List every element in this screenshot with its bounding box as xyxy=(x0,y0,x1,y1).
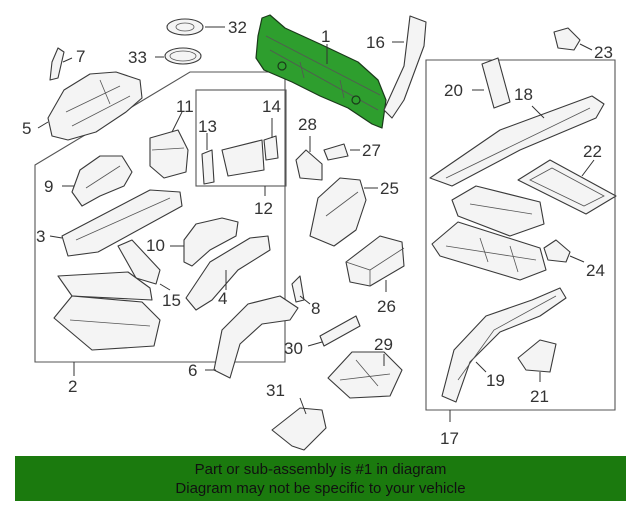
callout-4: 4 xyxy=(218,289,227,308)
part-1-rear-panel[interactable] xyxy=(255,14,387,129)
callout-10: 10 xyxy=(146,236,165,255)
callout-23: 23 xyxy=(594,43,613,62)
parts-diagram: 1 32 33 7 5 11 13 14 12 xyxy=(22,14,617,451)
callout-25: 25 xyxy=(380,179,399,198)
callout-2: 2 xyxy=(68,377,77,396)
part-32-plug[interactable] xyxy=(166,18,204,36)
part-26-block[interactable] xyxy=(345,235,405,287)
callout-13: 13 xyxy=(198,117,217,136)
callout-8: 8 xyxy=(311,299,320,318)
callout-22: 22 xyxy=(583,142,602,161)
part-10-panel[interactable] xyxy=(183,217,239,267)
part-31-bracket[interactable] xyxy=(271,407,327,451)
part-6-wheel-arch[interactable] xyxy=(213,295,299,379)
callout-16: 16 xyxy=(366,33,385,52)
banner-line-1: Part or sub-assembly is #1 in diagram xyxy=(194,461,447,478)
callout-1: 1 xyxy=(321,27,330,46)
part-25-inner-panel[interactable] xyxy=(309,177,367,247)
part-21-bracket[interactable] xyxy=(517,339,557,373)
part-13-bracket[interactable] xyxy=(201,149,215,185)
part-30-bracket[interactable] xyxy=(319,315,361,347)
part-14-bracket[interactable] xyxy=(221,135,279,177)
part-9-wheelhouse-inner[interactable] xyxy=(71,155,133,207)
part-5-wheelhouse[interactable] xyxy=(47,71,143,141)
callout-3: 3 xyxy=(36,227,45,246)
callout-12: 12 xyxy=(254,199,273,218)
part-16-pillar[interactable] xyxy=(383,15,427,119)
part-28-bracket[interactable] xyxy=(295,149,323,181)
callout-21: 21 xyxy=(530,387,549,406)
group-12-outline xyxy=(195,89,287,187)
callout-26: 26 xyxy=(377,297,396,316)
part-33-plug[interactable] xyxy=(164,47,202,65)
callout-27: 27 xyxy=(362,141,381,160)
part-20-bracket[interactable] xyxy=(481,57,511,109)
callout-31: 31 xyxy=(266,381,285,400)
part-24-mount[interactable] xyxy=(543,239,571,263)
callout-29: 29 xyxy=(374,335,393,354)
callout-18: 18 xyxy=(514,85,533,104)
callout-30: 30 xyxy=(284,339,303,358)
banner-line-2: Diagram may not be specific to your vehi… xyxy=(175,480,466,497)
callout-20: 20 xyxy=(444,81,463,100)
info-banner: Part or sub-assembly is #1 in diagram Di… xyxy=(15,456,626,501)
callout-28: 28 xyxy=(298,115,317,134)
callout-7: 7 xyxy=(76,47,85,66)
callout-5: 5 xyxy=(22,119,31,138)
part-4-outer-panel[interactable] xyxy=(185,235,271,311)
part-29-spare-tire-tub[interactable] xyxy=(327,351,403,399)
part-floor-rear[interactable] xyxy=(431,221,547,281)
callout-17: 17 xyxy=(440,429,459,448)
callout-33: 33 xyxy=(128,48,147,67)
part-22-panel[interactable] xyxy=(517,159,617,215)
part-floor-center[interactable] xyxy=(451,185,545,237)
callout-11: 11 xyxy=(176,97,194,116)
group-17-outline xyxy=(425,59,616,411)
callout-14: 14 xyxy=(262,97,281,116)
part-3-rail[interactable] xyxy=(61,189,183,257)
part-11-bracket[interactable] xyxy=(149,129,189,179)
callout-9: 9 xyxy=(44,177,53,196)
part-23-mount[interactable] xyxy=(553,27,581,51)
part-18-crossmember[interactable] xyxy=(429,95,605,187)
callout-24: 24 xyxy=(586,261,605,280)
part-15-bracket[interactable] xyxy=(57,239,161,301)
part-27-bracket[interactable] xyxy=(323,143,349,161)
callout-6: 6 xyxy=(188,361,197,380)
callout-15: 15 xyxy=(162,291,181,310)
part-19-rail[interactable] xyxy=(441,287,567,403)
part-8-clip[interactable] xyxy=(291,275,305,303)
part-floor-side[interactable] xyxy=(53,295,161,351)
callout-19: 19 xyxy=(486,371,505,390)
part-7-bracket[interactable] xyxy=(49,47,65,81)
group-2-outline xyxy=(34,71,286,363)
callout-32: 32 xyxy=(228,18,247,37)
